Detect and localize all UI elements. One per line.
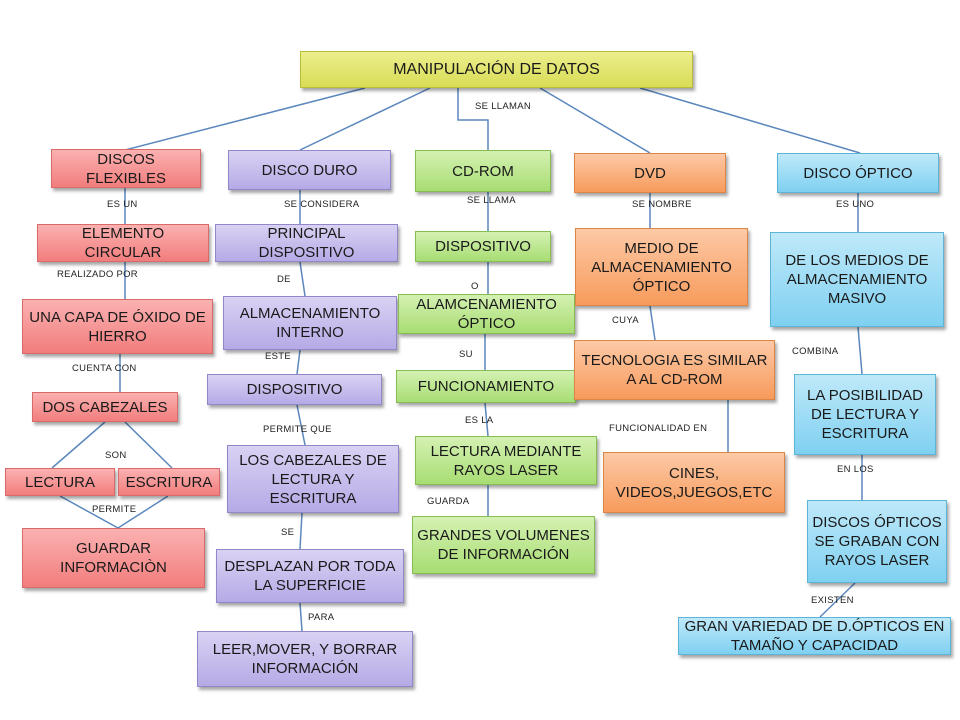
link-de: DE [277,274,291,285]
node-desplazan-superficie: DESPLAZAN POR TODA LA SUPERFICIE [216,549,404,603]
link-se-nombre: SE NOMBRE [632,199,692,210]
link-cuenta-con: CUENTA CON [72,363,137,374]
node-posibilidad-lectura-escritura: LA POSIBILIDAD DE LECTURA Y ESCRITURA [794,374,936,455]
link-es-uno: ES UNO [836,199,875,210]
node-medio-almacenamiento-optico: MEDIO DE ALMACENAMIENTO ÓPTICO [575,228,748,306]
link-o: O [471,281,479,292]
node-disco-optico: DISCO ÓPTICO [777,153,939,193]
node-discos-opticos-laser: DISCOS ÓPTICOS SE GRABAN CON RAYOS LASER [807,500,947,583]
link-se: SE [281,527,295,538]
link-este: ESTE [265,351,292,362]
node-medios-almacenamiento-masivo: DE LOS MEDIOS DE ALMACENAMIENTO MASIVO [770,232,944,327]
node-capa-oxido: UNA CAPA DE ÓXIDO DE HIERRO [22,299,213,354]
link-para: PARA [308,612,335,623]
node-lectura-rayos-laser: LECTURA MEDIANTE RAYOS LASER [415,436,597,485]
node-funcionamiento: FUNCIONAMIENTO [396,370,576,403]
link-se-llaman: SE LLAMAN [475,101,532,112]
node-dispositivo-cd: DISPOSITIVO [415,231,551,262]
node-discos-flexibles: DISCOS FLEXIBLES [51,149,201,188]
link-realizado-por: REALIZADO POR [57,269,138,280]
node-lectura: LECTURA [5,468,115,496]
link-permite-que: PERMITE QUE [263,424,332,435]
link-en-los: EN LOS [837,464,874,475]
node-dvd: DVD [574,153,726,193]
node-disco-duro: DISCO DURO [228,150,391,190]
link-se-considera: SE CONSIDERA [284,199,360,210]
link-es-la: ES LA [465,415,494,426]
node-cines-videos-juegos: CINES, VIDEOS,JUEGOS,ETC [603,452,785,513]
node-almacenamiento-optico-cd: ALAMCENAMIENTO ÓPTICO [398,294,575,334]
node-elemento-circular: ELEMENTO CIRCULAR [37,224,209,262]
node-tecnologia-similar: TECNOLOGIA ES SIMILAR A AL CD-ROM [574,340,775,400]
node-cd-rom: CD-ROM [415,150,551,192]
node-gran-variedad: GRAN VARIEDAD DE D.ÓPTICOS EN TAMAÑO Y C… [678,617,951,655]
link-se-llama: SE LLAMA [467,195,516,206]
link-guarda: GUARDA [427,496,470,507]
link-existen: EXISTEN [811,595,854,606]
node-cabezales-lectura-escritura: LOS CABEZALES DE LECTURA Y ESCRITURA [227,445,399,513]
node-dos-cabezales: DOS CABEZALES [32,392,178,422]
link-son: SON [105,450,127,461]
node-grandes-volumenes: GRANDES VOLUMENES DE INFORMACIÓN [412,516,595,574]
link-funcionalidad-en: FUNCIONALIDAD EN [609,423,708,434]
node-leer-mover-borrar: LEER,MOVER, Y BORRAR INFORMACIÓN [197,631,413,687]
node-principal-dispositivo: PRINCIPAL DISPOSITIVO [215,224,398,262]
link-su: SU [459,349,473,360]
link-combina: COMBINA [792,346,839,357]
node-guardar-informacion: GUARDAR INFORMACIÒN [22,528,205,588]
node-dispositivo-dd: DISPOSITIVO [207,374,382,405]
root-title: MANIPULACIÓN DE DATOS [300,51,693,88]
node-almacenamiento-interno: ALMACENAMIENTO INTERNO [223,296,397,350]
link-es-un: ES UN [107,199,138,210]
link-cuya: CUYA [612,315,639,326]
link-permite: PERMITE [92,504,137,515]
node-escritura: ESCRITURA [118,468,220,496]
